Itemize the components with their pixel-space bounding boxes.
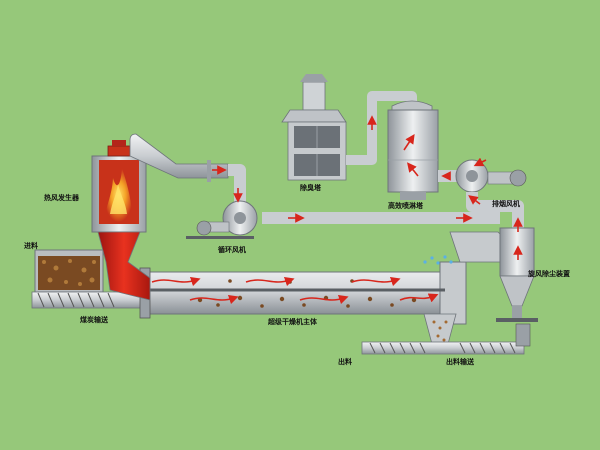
label-exhaust-fan: 排烟风机 <box>492 199 520 208</box>
discharge-section <box>361 313 531 355</box>
label-dryer-body: 超级干燥机主体 <box>268 317 318 326</box>
label-feed: 进料 <box>24 241 38 250</box>
circulation-fan <box>186 200 258 239</box>
hot-air-generator <box>91 140 151 301</box>
coal-conveyor <box>31 291 151 309</box>
label-hot-air-generator: 热风发生器 <box>44 193 80 202</box>
hot-air-duct <box>129 133 229 182</box>
flow-arrow <box>407 162 419 177</box>
deodor-link-pipe <box>346 91 417 165</box>
flow-arrow <box>351 276 401 287</box>
label-discharge: 出料 <box>338 357 352 366</box>
label-circulation-fan: 循环风机 <box>218 245 246 254</box>
label-discharge-conveyor: 出料输送 <box>446 357 475 366</box>
label-deodor-tower: 除臭塔 <box>300 183 322 192</box>
flow-arrow <box>473 157 487 167</box>
flow-arrow <box>403 134 415 151</box>
flow-arrow <box>151 276 201 287</box>
flow-arrow <box>245 276 295 287</box>
exhaust-fan <box>455 159 527 193</box>
feed-hopper <box>34 249 104 293</box>
flow-arrow <box>468 195 481 205</box>
dryer-drum <box>139 255 467 325</box>
label-spray-tower: 高效喷淋塔 <box>388 201 424 210</box>
label-cyclone: 旋风除尘装置 <box>527 269 570 278</box>
flow-arrow <box>189 294 239 305</box>
spray-tower <box>387 100 439 200</box>
label-coal-conveyor: 煤炭输送 <box>80 315 109 324</box>
flow-arrow <box>399 293 439 303</box>
flow-arrow <box>299 294 349 305</box>
deodor-tower <box>281 74 347 181</box>
flow-arrows <box>151 115 523 305</box>
